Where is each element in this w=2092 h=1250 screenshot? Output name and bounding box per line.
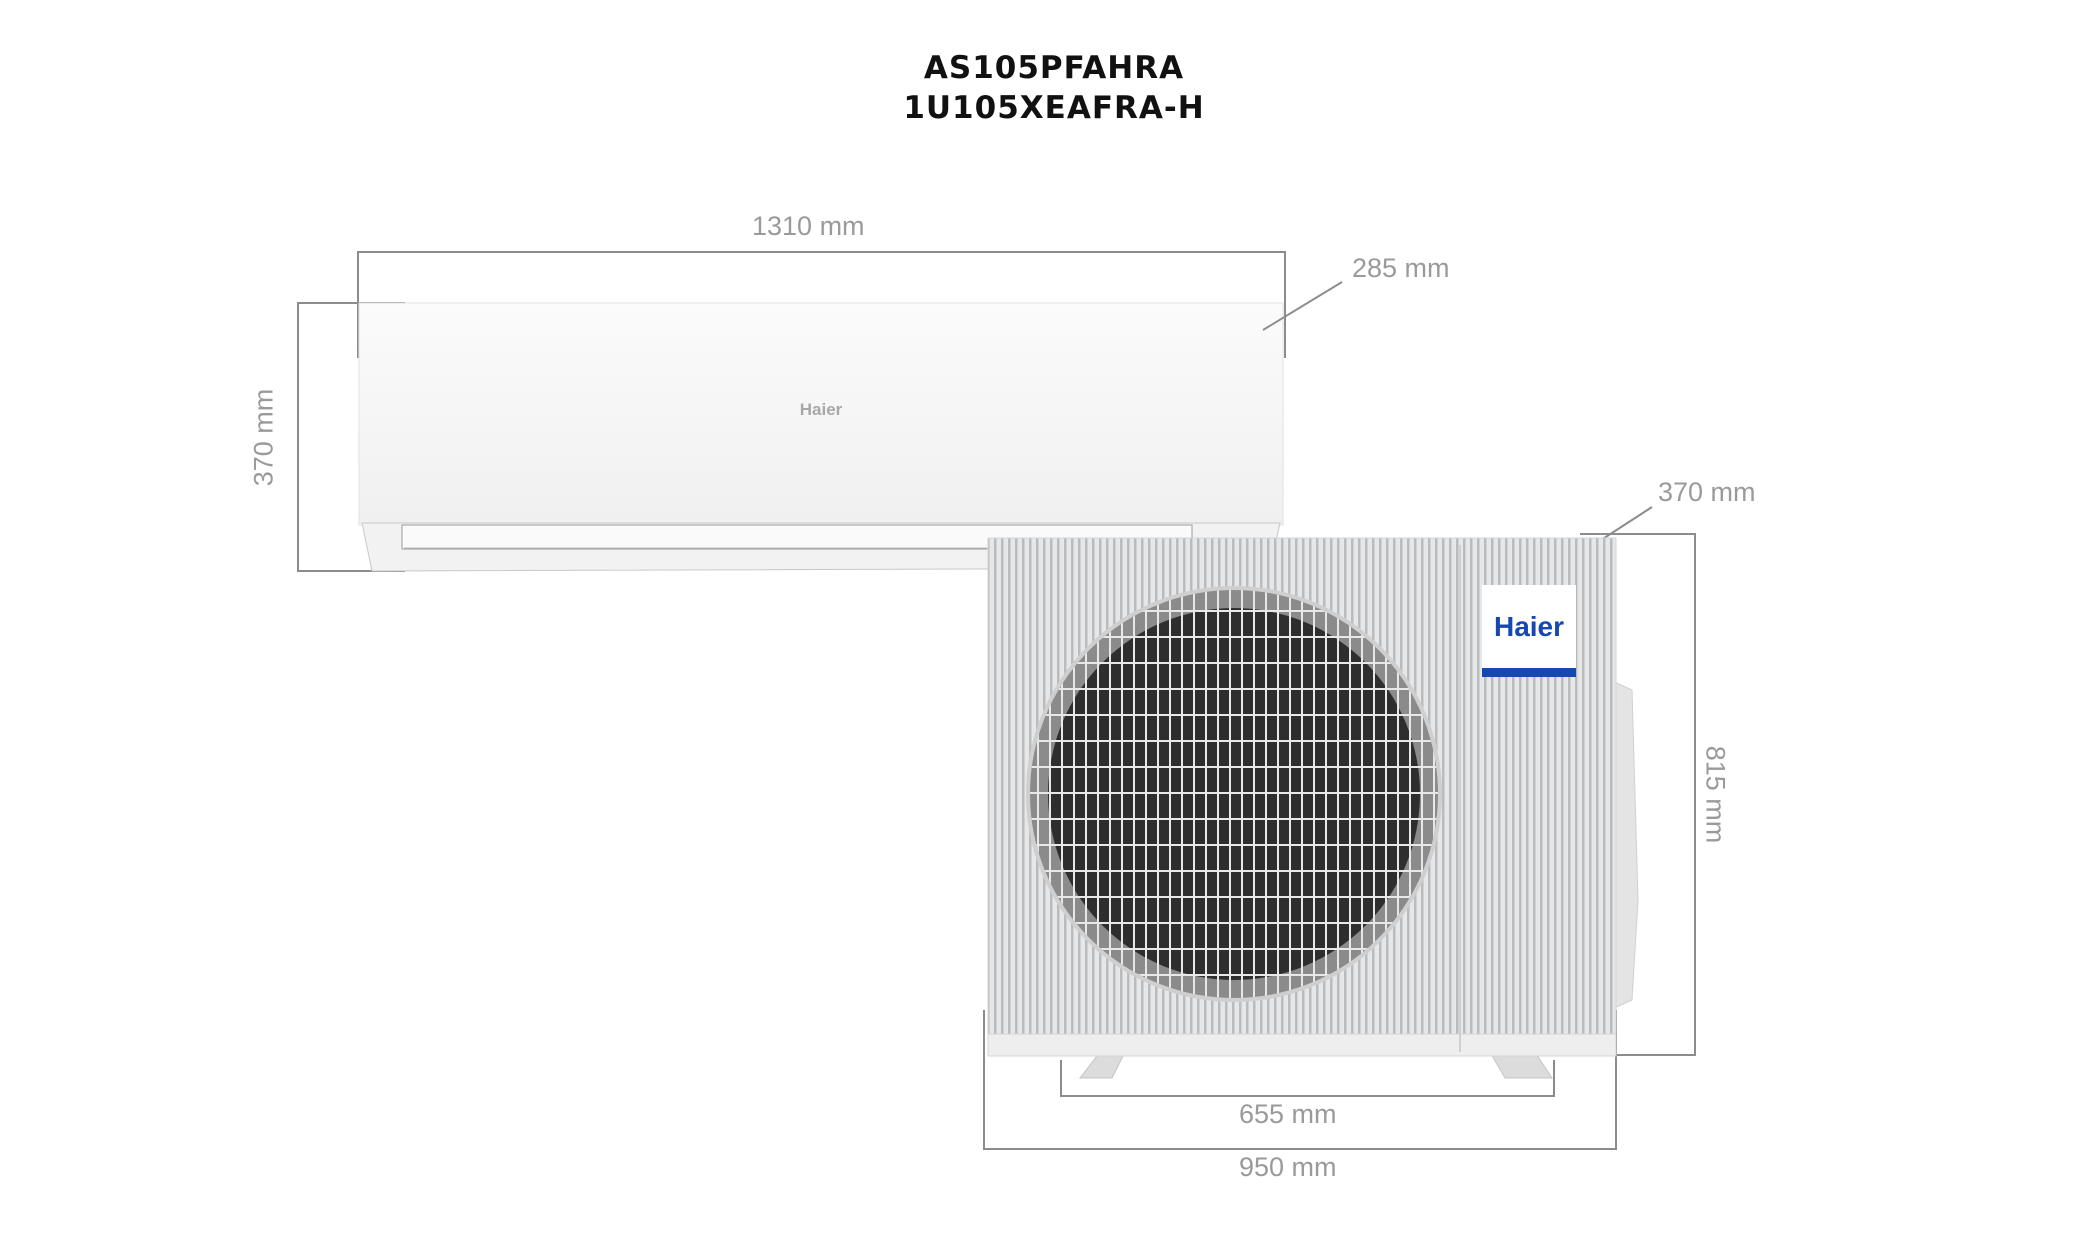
outdoor-logo-badge: Haier <box>1482 585 1576 677</box>
outdoor-feet-dimension <box>1060 1060 1555 1097</box>
outdoor-width-dimension <box>983 1010 1617 1150</box>
indoor-logo: Haier <box>800 400 843 419</box>
indoor-unit: Haier <box>358 302 1284 572</box>
indoor-width-label: 1310 mm <box>752 211 865 241</box>
indoor-depth-leader <box>1262 281 1343 331</box>
indoor-depth-label: 285 mm <box>1352 253 1450 283</box>
svg-text:Haier: Haier <box>1494 611 1564 642</box>
outdoor-depth-label: 370 mm <box>1658 477 1756 507</box>
outdoor-height-dimension <box>1580 533 1696 1056</box>
indoor-height-dimension <box>297 302 405 572</box>
indoor-model-title: AS105PFAHRA <box>923 50 1185 86</box>
outdoor-model-title: 1U105XEAFRA-H <box>903 90 1205 126</box>
outdoor-height-label: 815 mm <box>1700 745 1731 844</box>
indoor-height-label: 370 mm <box>248 388 279 487</box>
outdoor-width-label: 950 mm <box>1239 1152 1337 1182</box>
outdoor-unit: Haier <box>987 537 1639 1079</box>
outdoor-feet-label: 655 mm <box>1239 1099 1337 1129</box>
indoor-width-dimension <box>357 251 1286 358</box>
